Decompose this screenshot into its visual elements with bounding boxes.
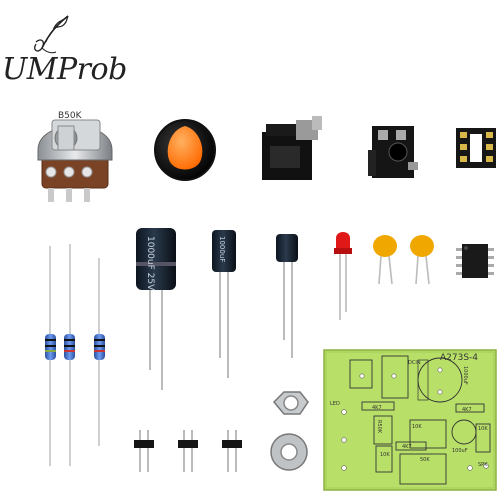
- led: [334, 232, 352, 320]
- dc-jack: [262, 116, 322, 180]
- knob-icon: [154, 119, 216, 181]
- ic-chip: [456, 244, 494, 278]
- resistors: [45, 244, 105, 466]
- pin-header-icon: [134, 430, 242, 472]
- capacitor-large-text: 1000uF 25V: [145, 236, 155, 291]
- pcb-label-50k: 50K: [420, 457, 430, 463]
- led-icon: [334, 232, 352, 320]
- pcb-title: A273S-4: [440, 353, 478, 363]
- pcb-label-4k7-a: 4K7: [372, 405, 382, 411]
- hex-nut-icon: [272, 391, 309, 415]
- ceramic-capacitor-icon: [373, 235, 434, 285]
- capacitor-large: 1000uF 25V: [136, 228, 176, 390]
- ceramic-caps: [373, 235, 434, 285]
- capacitor-small: [276, 234, 298, 358]
- resistor-icon: [45, 244, 105, 466]
- pcb-label-10k-c: 10K: [412, 424, 422, 430]
- audio-jack: [368, 126, 418, 178]
- pcb-label-spk: SPK: [478, 462, 488, 468]
- quill-feather-icon: [34, 15, 69, 54]
- knob: [154, 119, 216, 181]
- ic-chip-icon: [456, 244, 494, 278]
- capacitor-medium: 1000uF: [212, 230, 236, 378]
- pcb-label-r50k: R50K: [376, 420, 382, 434]
- washer-icon: [270, 433, 308, 471]
- pcb-label-4k7-c: 4K7: [402, 444, 412, 450]
- ic-socket-icon: [456, 128, 496, 168]
- pcb-label-led: LED: [330, 401, 340, 407]
- potentiometer: B50K: [37, 111, 113, 202]
- capacitor-medium-text: 1000uF: [218, 236, 226, 262]
- pcb-label-10k-a: 10K: [380, 452, 390, 458]
- pcb-label-dcin: DCIN: [408, 360, 421, 366]
- pin-headers: [134, 430, 242, 472]
- pcb-label-4k7-b: 4K7: [462, 407, 472, 413]
- audio-jack-icon: [368, 126, 418, 178]
- pcb-label-100uf: 100uF: [452, 448, 468, 454]
- potentiometer-label: B50K: [58, 111, 83, 121]
- dc-power-jack-icon: [262, 116, 322, 180]
- pcb-label-1000uf: 1000uF: [462, 366, 468, 385]
- pcb-board: A273S-4 DCIN 1000uF LED 4K7 4K7 R50K 4K7…: [323, 349, 497, 491]
- ic-socket: [456, 128, 496, 168]
- potentiometer-icon: [37, 119, 113, 202]
- electrolytic-capacitor-icon: [136, 228, 176, 390]
- washer: [270, 433, 308, 471]
- electrolytic-capacitor-icon: [276, 234, 298, 358]
- pcb-label-10k-b: 10K: [478, 426, 488, 432]
- electrolytic-capacitor-icon: [212, 230, 236, 378]
- hex-nut: [272, 391, 309, 415]
- brand-name: UMProb: [2, 52, 127, 87]
